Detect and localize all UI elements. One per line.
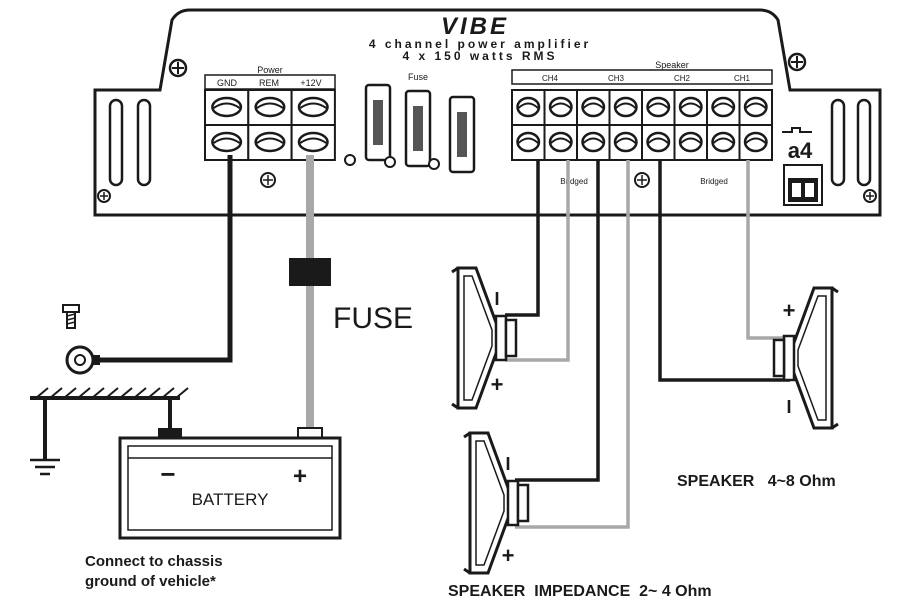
speaker-wire-ch2-neg [658,160,790,382]
speaker-wire-ch3-pos [515,160,630,529]
speaker-wire-ch3-neg [515,160,600,482]
screw-icon [787,52,807,72]
screw-terminal [543,89,578,161]
gnd-label: GND [217,78,238,88]
battery-label: BATTERY [192,490,269,509]
screw-icon [634,172,650,188]
speaker-icon [463,431,530,575]
polarity-plus: + [491,372,504,397]
speaker-4-8-label: SPEAKER 4~8 Ohm [677,473,836,490]
earth-ground-icon [30,458,60,476]
brand-logo: VIBE [441,13,509,40]
bolt-icon [62,304,80,329]
speaker-terminal-block: Speaker CH4 CH3 CH2 CH1 Bridged Bridged [511,60,773,186]
speaker-icon [772,286,839,430]
screw-icon [863,189,877,203]
speaker-wire-ch4-neg [505,160,540,317]
rem-label: REM [259,78,279,88]
inline-fuse [289,258,331,286]
amplifier: VIBE 4 channel power amplifier 4 x 150 w… [93,8,882,217]
ch1-label: CH1 [734,74,751,83]
polarity-minus: I [505,454,510,474]
screw-terminal [706,89,741,161]
fuse-label: Fuse [408,72,428,82]
connector-icon [783,164,823,206]
ch2-label: CH2 [674,74,691,83]
screw-terminal [511,89,546,161]
model-logo-icon [782,127,812,133]
screw-terminal [738,89,773,161]
speaker-wire-ch1-pos [746,160,790,340]
amplifier-plate [93,8,882,217]
chassis-ground-icon [30,387,189,400]
vent-slot [856,98,872,187]
blade-fuse-icon [428,95,476,174]
ring-terminal-icon [65,345,100,375]
bridged-label: Bridged [700,177,728,186]
amp-subtitle-1: 4 channel power amplifier [369,37,591,51]
polarity-minus: I [494,289,499,309]
amp-subtitle-2: 4 x 150 watts RMS [402,49,557,63]
ch3-label: CH3 [608,74,625,83]
polarity-plus: + [502,543,515,568]
power-terminal-block: Power GND REM +12V [204,65,336,161]
ch4-label: CH4 [542,74,559,83]
vent-slot [136,98,152,187]
screw-icon [168,58,188,78]
screw-terminal [290,89,336,161]
blade-fuse-icon [384,89,432,168]
battery-pos-sign: + [293,463,307,490]
screw-terminal [247,89,293,161]
screw-terminal [576,89,611,161]
battery-neg-sign: − [160,459,175,489]
vent-slot [108,98,124,187]
ground-note-2: ground of vehicle* [85,573,216,590]
model-label: a4 [788,138,813,163]
screw-icon [97,189,111,203]
screw-terminal [608,89,643,161]
battery: − + BATTERY [118,427,342,540]
ground-wire [95,155,233,363]
plus12v-label: +12V [300,78,321,88]
polarity-plus: + [783,298,796,323]
speaker-2-4-label: SPEAKER IMPEDANCE 2~ 4 Ohm [448,583,712,600]
fuse-block: Fuse [344,72,476,174]
screw-terminal [204,89,250,161]
screw-icon [260,172,276,188]
power-label: Power [257,65,283,75]
bridged-label: Bridged [560,177,588,186]
blade-fuse-icon [344,83,392,166]
speaker-icon [451,266,518,410]
fuse-text: FUSE [333,302,413,335]
ground-note-1: Connect to chassis [85,553,223,570]
speaker-wire-ch4-pos [505,160,570,362]
vent-slot [830,98,846,187]
polarity-minus: I [786,397,791,417]
wires [43,155,790,529]
screw-terminal [641,89,676,161]
screw-terminal [673,89,708,161]
speaker-label: Speaker [655,60,689,70]
